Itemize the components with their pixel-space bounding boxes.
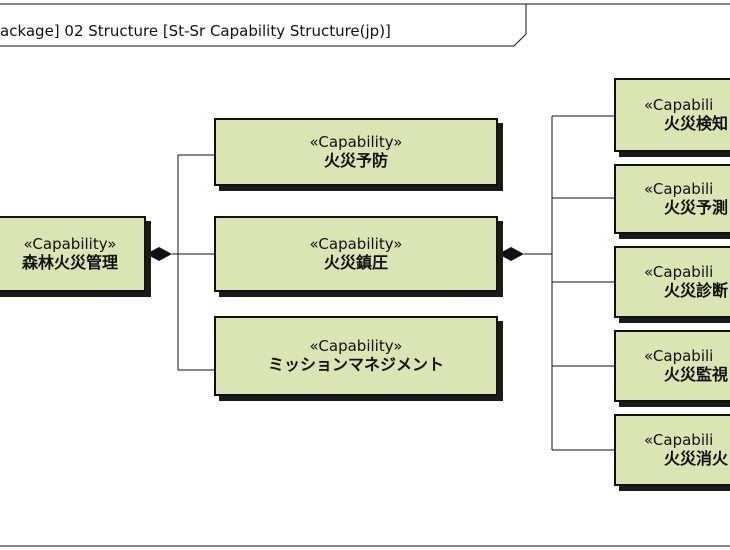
stereotype-label: «Capabili	[644, 96, 714, 115]
capability-name: 火災診断	[664, 281, 729, 301]
capability-detection[interactable]: «Capabili 火災検知	[614, 78, 730, 152]
capability-name: 火災消火	[664, 449, 729, 469]
stereotype-label: «Capabili	[644, 180, 714, 199]
composition-diamond-root	[146, 247, 172, 261]
capability-name: 火災予測	[664, 198, 729, 218]
capability-name: ミッションマネジメント	[267, 355, 444, 375]
frame-tab-outline	[0, 4, 527, 47]
composition-suppression-children	[524, 115, 614, 451]
stereotype-label: «Capability»	[309, 337, 403, 356]
composition-diamond-suppression	[498, 247, 524, 261]
capability-prediction[interactable]: «Capabili 火災予測	[614, 164, 730, 234]
stereotype-label: «Capabili	[644, 263, 714, 282]
capability-name: 森林火災管理	[21, 253, 118, 273]
frame-title: ackage] 02 Structure [St-Sr Capability S…	[0, 22, 391, 40]
capability-name: 火災監視	[664, 365, 729, 385]
stereotype-label: «Capabili	[644, 431, 714, 450]
composition-root-children	[172, 154, 214, 371]
capability-name: 火災検知	[664, 114, 729, 134]
capability-mission[interactable]: «Capability» ミッションマネジメント	[214, 316, 498, 396]
stereotype-label: «Capability»	[309, 133, 403, 152]
stereotype-label: «Capability»	[23, 235, 117, 254]
capability-monitoring[interactable]: «Capabili 火災監視	[614, 330, 730, 402]
capability-name: 火災予防	[323, 151, 388, 171]
capability-prevention[interactable]: «Capability» 火災予防	[214, 118, 498, 186]
stereotype-label: «Capability»	[309, 235, 403, 254]
capability-suppression[interactable]: «Capability» 火災鎮圧	[214, 216, 498, 292]
capability-name: 火災鎮圧	[323, 253, 388, 273]
capability-root[interactable]: «Capability» 森林火災管理	[0, 216, 146, 292]
capability-extinguish[interactable]: «Capabili 火災消火	[614, 414, 730, 486]
stereotype-label: «Capabili	[644, 347, 714, 366]
capability-diagnosis[interactable]: «Capabili 火災診断	[614, 246, 730, 318]
